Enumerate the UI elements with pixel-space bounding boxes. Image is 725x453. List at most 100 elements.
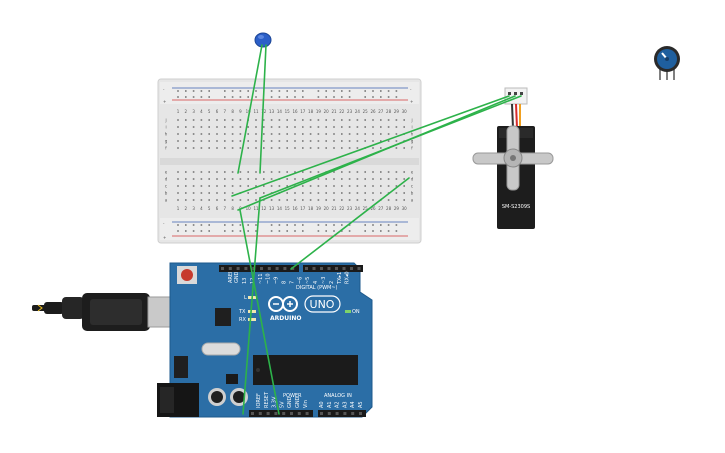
header-pin[interactable]: [350, 267, 353, 270]
breadboard-hole[interactable]: [325, 119, 327, 121]
breadboard-hole[interactable]: [364, 133, 366, 135]
breadboard-hole[interactable]: [356, 192, 359, 194]
header-pin[interactable]: [343, 412, 347, 415]
breadboard-hole[interactable]: [270, 126, 273, 128]
rail-hole[interactable]: [341, 96, 343, 98]
header-pin[interactable]: [305, 267, 308, 270]
breadboard-hole[interactable]: [372, 126, 374, 128]
breadboard-hole[interactable]: [403, 126, 405, 128]
header-pin[interactable]: [228, 267, 232, 270]
rail-hole[interactable]: [317, 90, 320, 92]
rail-hole[interactable]: [231, 96, 234, 98]
breadboard-hole[interactable]: [309, 140, 312, 142]
breadboard-hole[interactable]: [403, 199, 405, 201]
rail-hole[interactable]: [364, 90, 366, 92]
breadboard-hole[interactable]: [185, 171, 187, 173]
breadboard-hole[interactable]: [286, 178, 288, 180]
breadboard-hole[interactable]: [278, 147, 281, 149]
breadboard-hole[interactable]: [185, 199, 187, 201]
breadboard-hole[interactable]: [239, 199, 242, 201]
breadboard-hole[interactable]: [294, 199, 296, 201]
breadboard-hole[interactable]: [380, 133, 382, 135]
breadboard-hole[interactable]: [364, 140, 366, 142]
breadboard-hole[interactable]: [380, 119, 382, 121]
breadboard-hole[interactable]: [200, 185, 203, 187]
wire-breadboard-to-gnd[interactable]: [242, 197, 261, 415]
potentiometer[interactable]: [654, 46, 680, 80]
rail-hole[interactable]: [255, 96, 257, 98]
breadboard-hole[interactable]: [356, 140, 359, 142]
dc-power-jack[interactable]: [157, 383, 199, 417]
breadboard-hole[interactable]: [317, 192, 320, 194]
rail-hole[interactable]: [270, 90, 273, 92]
breadboard-hole[interactable]: [231, 178, 234, 180]
rail-hole[interactable]: [192, 230, 195, 232]
rail-hole[interactable]: [387, 90, 390, 92]
breadboard-hole[interactable]: [185, 119, 187, 121]
rail-hole[interactable]: [177, 224, 179, 226]
breadboard-hole[interactable]: [224, 171, 226, 173]
breadboard-hole[interactable]: [200, 126, 203, 128]
breadboard-hole[interactable]: [239, 178, 242, 180]
breadboard-hole[interactable]: [185, 140, 187, 142]
breadboard-hole[interactable]: [364, 185, 366, 187]
breadboard-hole[interactable]: [302, 171, 304, 173]
breadboard-hole[interactable]: [317, 133, 320, 135]
breadboard-hole[interactable]: [317, 140, 320, 142]
breadboard-hole[interactable]: [231, 171, 234, 173]
breadboard-hole[interactable]: [395, 185, 398, 187]
rail-hole[interactable]: [387, 230, 390, 232]
breadboard-hole[interactable]: [325, 192, 327, 194]
breadboard-hole[interactable]: [286, 126, 288, 128]
breadboard-hole[interactable]: [356, 147, 359, 149]
breadboard-hole[interactable]: [403, 171, 405, 173]
breadboard-hole[interactable]: [185, 133, 187, 135]
breadboard-hole[interactable]: [216, 171, 218, 173]
breadboard-hole[interactable]: [263, 178, 265, 180]
breadboard-hole[interactable]: [356, 199, 359, 201]
breadboard-hole[interactable]: [208, 192, 210, 194]
rail-hole[interactable]: [255, 230, 257, 232]
rail-hole[interactable]: [224, 230, 226, 232]
breadboard-hole[interactable]: [356, 178, 359, 180]
header-pin[interactable]: [266, 412, 270, 415]
rail-hole[interactable]: [208, 90, 210, 92]
rail-hole[interactable]: [387, 224, 390, 226]
breadboard-hole[interactable]: [341, 140, 343, 142]
breadboard-hole[interactable]: [309, 199, 312, 201]
rail-hole[interactable]: [200, 90, 203, 92]
breadboard-hole[interactable]: [309, 147, 312, 149]
wire-capacitor-leg-2[interactable]: [259, 44, 267, 174]
wire-servo-ground[interactable]: [259, 95, 522, 199]
breadboard-hole[interactable]: [403, 178, 405, 180]
rail-hole[interactable]: [239, 224, 242, 226]
breadboard-hole[interactable]: [286, 140, 288, 142]
breadboard-hole[interactable]: [372, 171, 374, 173]
breadboard-hole[interactable]: [341, 133, 343, 135]
rail-hole[interactable]: [270, 230, 273, 232]
breadboard-hole[interactable]: [239, 133, 242, 135]
rail-hole[interactable]: [325, 224, 327, 226]
breadboard-hole[interactable]: [208, 140, 210, 142]
breadboard-hole[interactable]: [333, 192, 335, 194]
breadboard-hole[interactable]: [177, 171, 179, 173]
breadboard-hole[interactable]: [239, 171, 242, 173]
rail-hole[interactable]: [348, 90, 351, 92]
breadboard-hole[interactable]: [255, 119, 257, 121]
breadboard-hole[interactable]: [333, 126, 335, 128]
rail-hole[interactable]: [192, 90, 195, 92]
breadboard-hole[interactable]: [216, 140, 218, 142]
rail-hole[interactable]: [177, 230, 179, 232]
breadboard-hole[interactable]: [263, 133, 265, 135]
breadboard-hole[interactable]: [263, 185, 265, 187]
rail-hole[interactable]: [185, 90, 187, 92]
breadboard-hole[interactable]: [356, 171, 359, 173]
breadboard-hole[interactable]: [302, 126, 304, 128]
breadboard-hole[interactable]: [224, 199, 226, 201]
header-pin[interactable]: [267, 267, 271, 270]
header-pin[interactable]: [335, 412, 339, 415]
breadboard-hole[interactable]: [192, 133, 195, 135]
rail-hole[interactable]: [364, 96, 366, 98]
breadboard-hole[interactable]: [208, 133, 210, 135]
breadboard-hole[interactable]: [278, 126, 281, 128]
